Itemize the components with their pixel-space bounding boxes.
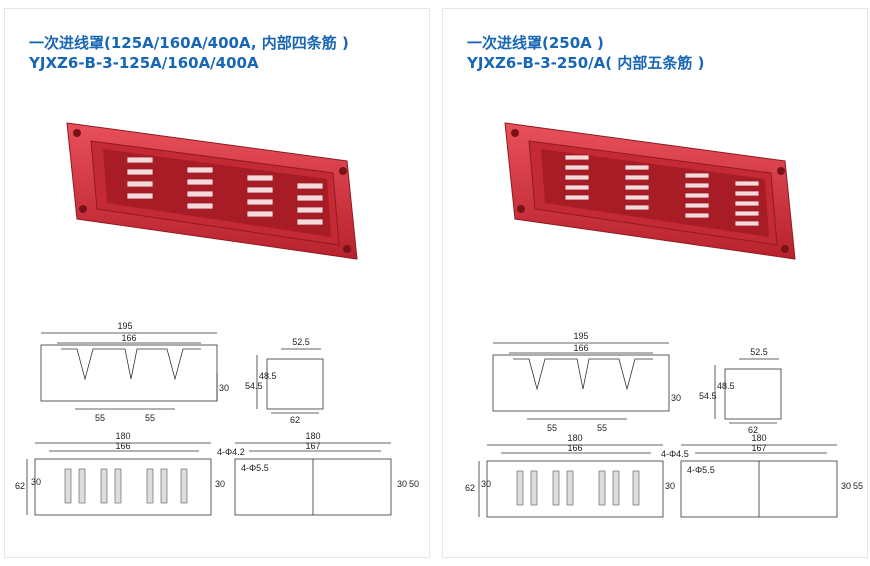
dim-front-pitch-1: 55 — [547, 423, 557, 433]
dim-top-overall: 180 — [567, 433, 582, 443]
title-block: 一次进线罩(125A/160A/400A, 内部四条筋 ) YJXZ6-B-3-… — [29, 33, 349, 73]
dim-plate-hole: 4-Φ5.5 — [687, 465, 715, 475]
dim-top-overall: 180 — [115, 431, 130, 441]
dim-side-h1: 54.5 — [699, 391, 717, 401]
product-title-cn: 一次进线罩(250A ) — [467, 34, 604, 52]
dim-side-top: 52.5 — [750, 347, 768, 357]
dim-front-width: 195 — [573, 331, 588, 341]
dim-front-height: 30 — [671, 393, 681, 403]
dim-plate-overall: 180 — [751, 433, 766, 443]
dim-front-inner: 166 — [121, 333, 136, 343]
dim-side-top: 52.5 — [292, 337, 310, 347]
dimension-drawing: 195 166 30 55 55 52.5 54.5 48.5 62 180 1… — [15, 321, 419, 516]
dim-plate-h1: 30 — [397, 479, 407, 489]
dim-top-h1: 62 — [465, 483, 475, 493]
dim-side-h2: 48.5 — [717, 381, 735, 391]
title-block: 一次进线罩(250A ) YJXZ6-B-3-250/A( 内部五条筋 ) — [467, 33, 704, 73]
dim-hole-note: 4-Φ4.5 — [661, 449, 689, 459]
dim-top-h1: 62 — [15, 481, 25, 491]
dim-top-h3: 30 — [665, 481, 675, 491]
dim-front-pitch-2: 55 — [145, 413, 155, 423]
dim-plate-overall: 180 — [305, 431, 320, 441]
dim-plate-inner: 167 — [305, 441, 320, 451]
product-card-250a: 一次进线罩(250A ) YJXZ6-B-3-250/A( 内部五条筋 ) — [442, 8, 868, 558]
dim-front-inner: 166 — [573, 343, 588, 353]
dim-side-base: 62 — [748, 425, 758, 435]
product-model: YJXZ6-B-3-125A/160A/400A — [29, 54, 259, 72]
product-photo — [66, 122, 358, 260]
dimension-drawing: 195 166 30 55 55 52.5 54.5 48.5 62 180 1… — [465, 331, 863, 518]
dim-top-h2: 30 — [481, 479, 491, 489]
dim-side-h1: 54.5 — [245, 381, 263, 391]
dim-side-h2: 48.5 — [259, 371, 277, 381]
product-title-cn: 一次进线罩(125A/160A/400A, 内部四条筋 ) — [29, 34, 349, 52]
dim-front-pitch-1: 55 — [95, 413, 105, 423]
dim-side-base: 62 — [290, 415, 300, 425]
dim-plate-inner: 167 — [751, 443, 766, 453]
dim-plate-h1: 30 — [841, 481, 851, 491]
product-model: YJXZ6-B-3-250/A( 内部五条筋 ) — [467, 54, 705, 72]
dim-plate-hole: 4-Φ5.5 — [241, 463, 269, 473]
dim-top-inner: 166 — [115, 441, 130, 451]
dim-plate-h2: 55 — [853, 481, 863, 491]
dim-front-width: 195 — [117, 321, 132, 331]
dim-top-h2: 30 — [31, 477, 41, 487]
product-card-125a: 一次进线罩(125A/160A/400A, 内部四条筋 ) YJXZ6-B-3-… — [4, 8, 430, 558]
dim-front-pitch-2: 55 — [597, 423, 607, 433]
dim-hole-note: 4-Φ4.2 — [217, 447, 245, 457]
dim-top-h3: 30 — [215, 479, 225, 489]
dim-plate-h2: 50 — [409, 479, 419, 489]
dim-front-height: 30 — [219, 383, 229, 393]
dim-top-inner: 166 — [567, 443, 582, 453]
product-photo — [504, 122, 796, 260]
